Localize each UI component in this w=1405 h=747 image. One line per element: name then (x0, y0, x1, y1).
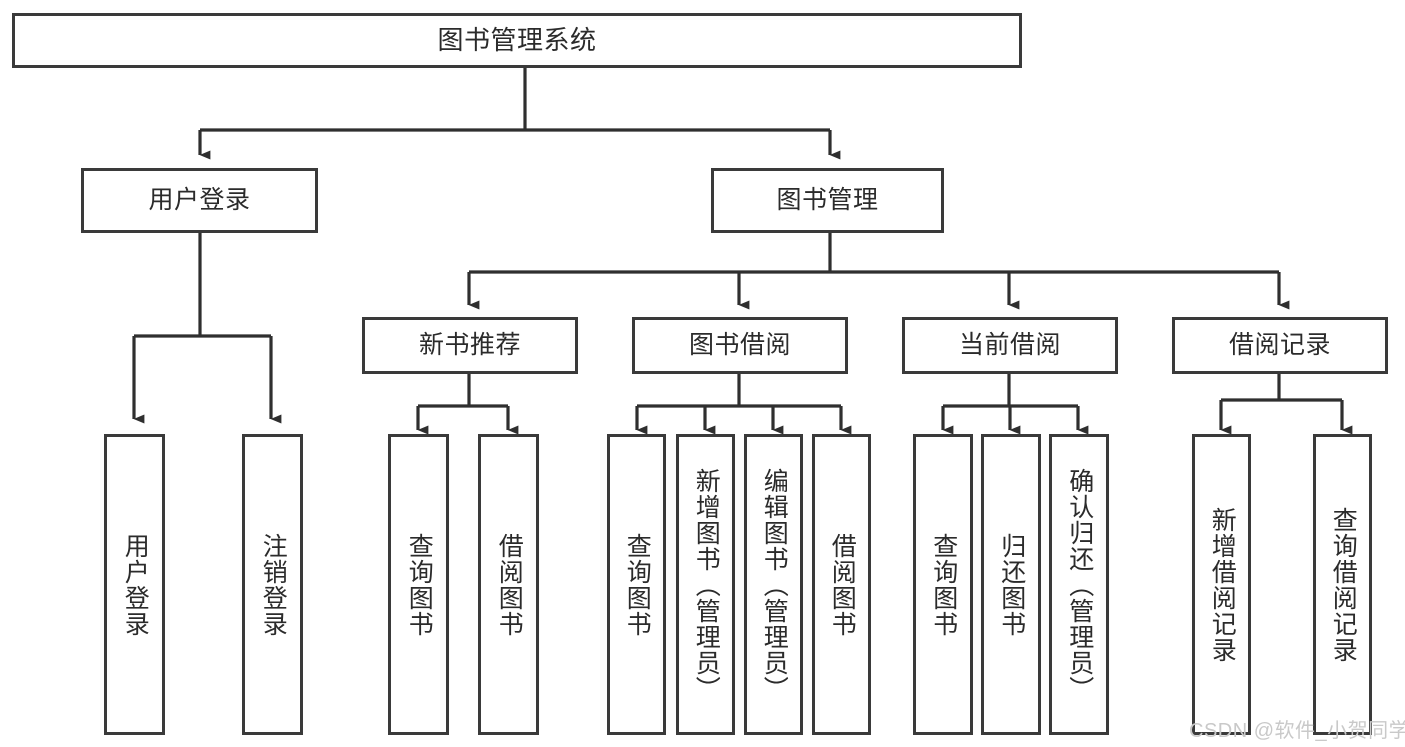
node-label: 确认归还（管理员） (1065, 467, 1094, 702)
node-label: 借阅记录 (1228, 330, 1331, 359)
node-label: 图书管理系统 (437, 25, 597, 56)
node-label: 借阅图书 (495, 532, 524, 637)
node-label: 新书推荐 (418, 330, 521, 359)
node-new-book-recommend[interactable]: 新书推荐 (362, 317, 578, 374)
leaf-record-add[interactable]: 新增借阅记录 (1192, 434, 1251, 735)
leaf-borrow-borrow-book[interactable]: 借阅图书 (812, 434, 871, 735)
node-label: 查询借阅记录 (1329, 506, 1358, 663)
leaf-current-search-book[interactable]: 查询图书 (913, 434, 973, 735)
node-label: 用户登录 (148, 185, 251, 214)
node-label: 查询图书 (405, 532, 434, 637)
node-book-borrow[interactable]: 图书借阅 (632, 317, 848, 374)
leaf-user-login-signout[interactable]: 注销登录 (242, 434, 303, 735)
leaf-new-book-borrow[interactable]: 借阅图书 (478, 434, 539, 735)
node-label: 图书管理 (776, 185, 879, 214)
node-root-system[interactable]: 图书管理系统 (12, 13, 1022, 68)
node-current-borrow[interactable]: 当前借阅 (902, 317, 1118, 374)
leaf-borrow-edit-book[interactable]: 编辑图书（管理员） (744, 434, 803, 735)
node-label: 注销登录 (259, 532, 288, 637)
leaf-new-book-search[interactable]: 查询图书 (388, 434, 449, 735)
node-label: 新增图书（管理员） (692, 467, 721, 702)
node-label: 用户登录 (121, 532, 150, 637)
leaf-record-search[interactable]: 查询借阅记录 (1313, 434, 1372, 735)
node-book-management[interactable]: 图书管理 (711, 168, 944, 233)
node-label: 归还图书 (997, 532, 1026, 637)
node-label: 当前借阅 (958, 330, 1061, 359)
leaf-user-login-signin[interactable]: 用户登录 (104, 434, 165, 735)
node-label: 查询图书 (929, 532, 958, 637)
node-label: 编辑图书（管理员） (760, 467, 789, 702)
node-label: 借阅图书 (828, 532, 857, 637)
node-user-login[interactable]: 用户登录 (81, 168, 318, 233)
leaf-borrow-search-book[interactable]: 查询图书 (607, 434, 666, 735)
node-label: 新增借阅记录 (1208, 506, 1237, 663)
csdn-watermark: CSDN @软件_小贺同学 (1189, 720, 1405, 742)
node-borrow-record[interactable]: 借阅记录 (1172, 317, 1388, 374)
leaf-borrow-add-book[interactable]: 新增图书（管理员） (676, 434, 735, 735)
leaf-current-confirm-return[interactable]: 确认归还（管理员） (1049, 434, 1109, 735)
node-label: 查询图书 (623, 532, 652, 637)
node-label: 图书借阅 (688, 330, 791, 359)
leaf-current-return-book[interactable]: 归还图书 (981, 434, 1041, 735)
